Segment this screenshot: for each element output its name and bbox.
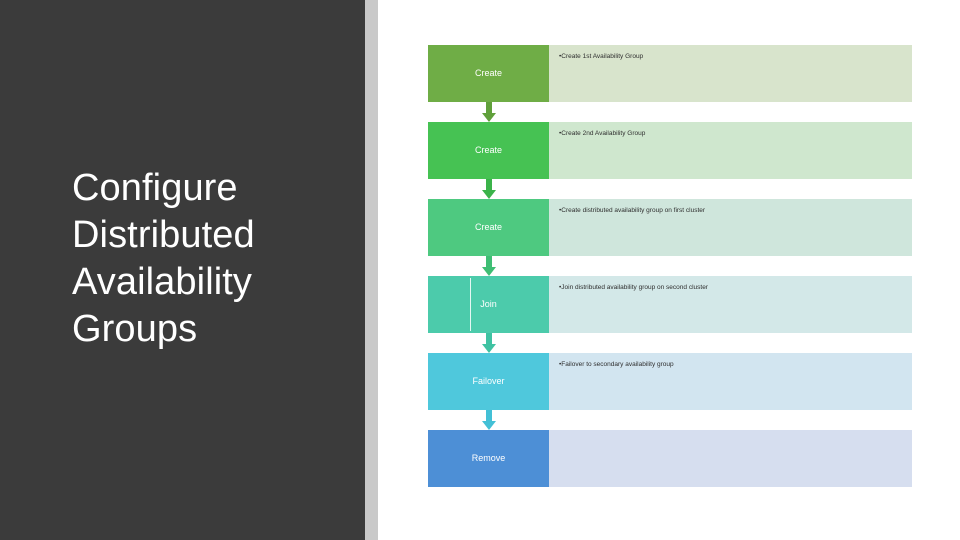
process-step-row[interactable]: Create •Create distributed availability g… (428, 199, 912, 256)
process-step-label: Create (474, 222, 502, 232)
process-step-box[interactable]: Create (428, 122, 549, 179)
process-step-label: Failover (472, 376, 505, 386)
process-step-description: •Create distributed availability group o… (559, 207, 706, 214)
arrow-head (482, 421, 496, 430)
process-step-box[interactable]: Create (428, 45, 549, 102)
arrow-shaft (486, 410, 492, 422)
process-step-row[interactable]: Create •Create 1st Availability Group (428, 45, 912, 102)
process-step-label: Remove (471, 453, 506, 463)
arrow-shaft (486, 102, 492, 114)
arrow-head (482, 344, 496, 353)
process-step-row[interactable]: Failover •Failover to secondary availabil… (428, 353, 912, 410)
process-step-description-panel[interactable]: •Create 2nd Availability Group (549, 122, 912, 179)
process-step-label: Join (480, 299, 497, 309)
process-step-description: •Create 2nd Availability Group (559, 130, 646, 137)
process-step-row[interactable]: Create •Create 2nd Availability Group (428, 122, 912, 179)
process-step-description: •Failover to secondary availability grou… (559, 361, 674, 368)
process-step-description-panel[interactable]: •Failover to secondary availability grou… (549, 353, 912, 410)
process-step-description-panel[interactable]: •Create distributed availability group o… (549, 199, 912, 256)
process-step-label: Create (474, 68, 502, 78)
process-step-box[interactable]: Remove (428, 430, 549, 487)
page-title: Configure Distributed Availability Group… (72, 167, 255, 351)
title-panel-divider (365, 0, 378, 540)
process-step-row[interactable]: Join •Join distributed availability group… (428, 276, 912, 333)
process-step-box[interactable]: Create (428, 199, 549, 256)
arrow-shaft (486, 179, 492, 191)
arrow-head (482, 190, 496, 199)
process-step-description: •Join distributed availability group on … (559, 284, 708, 291)
arrow-head (482, 113, 496, 122)
arrow-shaft (486, 333, 492, 345)
title-panel (0, 0, 365, 540)
process-step-description-panel[interactable] (549, 430, 912, 487)
arrow-shaft (486, 256, 492, 268)
process-step-description: •Create 1st Availability Group (559, 53, 644, 60)
process-step-row[interactable]: Remove (428, 430, 912, 487)
process-step-box[interactable]: Failover (428, 353, 549, 410)
arrow-head (482, 267, 496, 276)
process-step-box[interactable]: Join (428, 276, 549, 333)
process-step-label: Create (474, 145, 502, 155)
process-step-accent-bar (470, 278, 471, 331)
process-step-description-panel[interactable]: •Join distributed availability group on … (549, 276, 912, 333)
process-step-description-panel[interactable]: •Create 1st Availability Group (549, 45, 912, 102)
